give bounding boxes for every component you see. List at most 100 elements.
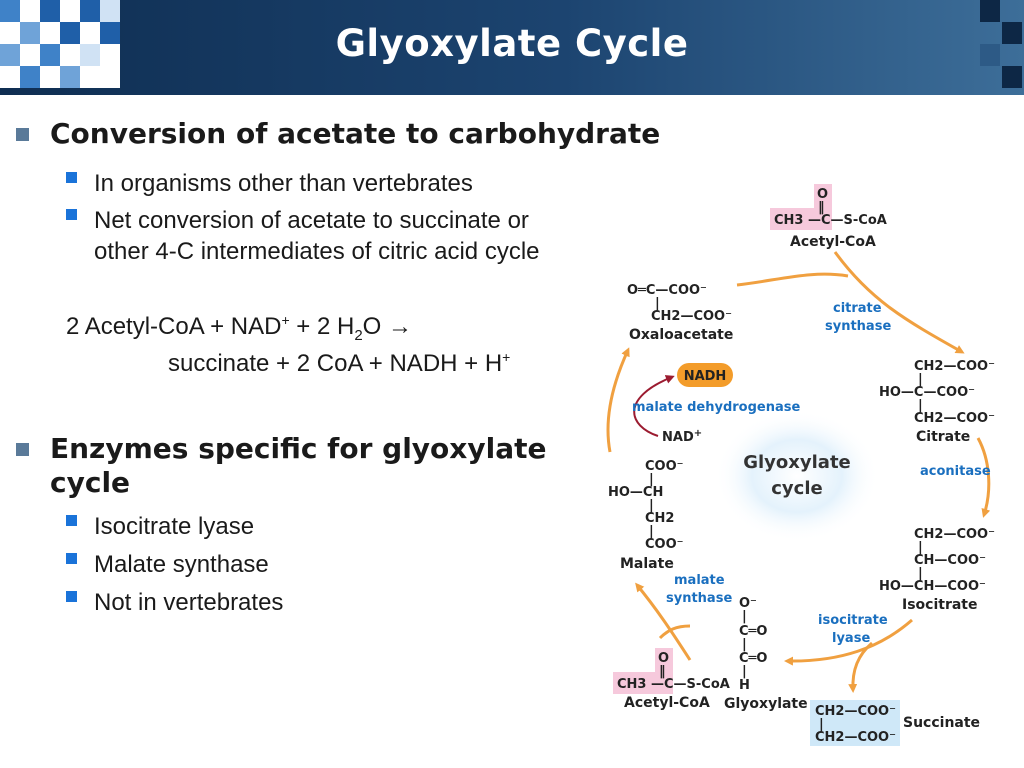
deco-square: [80, 22, 100, 44]
reaction-equation-line-1: 2 Acetyl-CoA + NAD+ + 2 H2O →: [66, 312, 413, 344]
deco-square: [100, 44, 120, 66]
arrow-acetyl-coa-join: [658, 624, 691, 640]
compound-name-malate: Malate: [620, 556, 674, 572]
enzyme-label-citrate-synthase: synthase: [825, 319, 891, 334]
malate-structure: COO⁻: [645, 459, 684, 474]
compound-name-succinate: Succinate: [903, 715, 980, 731]
slide-title: Glyoxylate Cycle: [335, 22, 689, 65]
glyoxylate-structure: C═O: [739, 624, 767, 639]
arrow-oxaloacetate-join: [736, 272, 849, 287]
arrow-malate-synthase: [635, 582, 692, 661]
succinate-structure: CH2—COO⁻: [815, 730, 896, 745]
enzyme-label-isocitrate-lyase: isocitrate: [818, 613, 888, 628]
deco-square: [0, 22, 20, 44]
sub-bullet-text: In organisms other than vertebrates: [94, 170, 473, 197]
sub-bullet-marker: [66, 515, 77, 526]
glyoxylate-structure: O⁻: [739, 596, 757, 611]
deco-square: [20, 22, 40, 44]
enzyme-label-malate-dehydrogenase: malate dehydrogenase: [632, 400, 800, 415]
arrow-citrate-synthase: [833, 251, 965, 354]
deco-square: [80, 44, 100, 66]
compound-name-acetyl-coa: Acetyl-CoA: [790, 234, 876, 250]
oxaloacetate-structure: CH2—COO⁻: [651, 309, 732, 324]
arrow-malate-dehydrogenase: [606, 347, 630, 453]
malate-structure: |: [649, 498, 654, 513]
deco-square: [60, 0, 80, 22]
deco-square: [40, 44, 60, 66]
deco-square: [40, 22, 60, 44]
deco-square: [100, 22, 120, 44]
right-arrow-icon: →: [388, 313, 413, 340]
enzyme-label-malate-synthase: malate: [674, 573, 725, 588]
citrate-structure: HO—C—COO⁻: [879, 385, 975, 400]
deco-square: [1002, 66, 1022, 88]
reaction-equation-line-2: succinate + 2 CoA + NADH + H+: [168, 349, 511, 377]
sub-bullet-marker: [66, 553, 77, 564]
malate-structure: CH2: [645, 511, 674, 526]
deco-square: [60, 66, 80, 88]
deco-square: [0, 44, 20, 66]
center-label-line-2: cycle: [771, 478, 822, 499]
blue-highlight-box: [810, 700, 900, 746]
sub-bullet-text: Malate synthase: [94, 551, 269, 578]
glyoxylate-structure: |: [742, 637, 747, 652]
acetyl-coa-top-structure: ‖: [818, 200, 825, 215]
enzyme-label-aconitase: aconitase: [920, 464, 991, 479]
center-label-line-1: Glyoxylate: [743, 452, 851, 473]
sub-bullet-text: Isocitrate lyase: [94, 513, 255, 540]
compound-name-isocitrate: Isocitrate: [902, 597, 978, 613]
deco-square: [80, 66, 100, 88]
isocitrate-structure: HO—CH—COO⁻: [879, 579, 986, 594]
isocitrate-structure: CH2—COO⁻: [914, 527, 995, 542]
sub-bullet-text: Net conversion of acetate to succinate o…: [94, 207, 540, 265]
bullet-2-text: Enzymes specific for glyoxylate cycle: [50, 432, 547, 499]
deco-square: [0, 66, 20, 88]
acetyl-coa-bottom-structure: O: [658, 651, 669, 666]
deco-square: [100, 66, 120, 88]
acetyl-coa-bottom-structure: ‖: [659, 664, 666, 679]
deco-square: [60, 22, 80, 44]
deco-square: [20, 66, 40, 88]
glyoxylate-structure: |: [742, 664, 747, 679]
sub-bullet-text: Not in vertebrates: [94, 589, 284, 616]
nadh-badge: [677, 363, 733, 387]
bullet-marker: [16, 443, 29, 456]
deco-square: [40, 66, 60, 88]
center-glow: [715, 410, 879, 542]
malate-structure: COO⁻: [645, 537, 684, 552]
oxaloacetate-structure: |: [655, 296, 660, 311]
arrow-nad-to-nadh: [633, 375, 675, 437]
acetyl-coa-top-structure: CH3 —C—S-CoA: [774, 213, 887, 228]
sub-bullet-marker: [66, 591, 77, 602]
malate-structure: |: [649, 524, 654, 539]
compound-name-citrate: Citrate: [916, 429, 970, 445]
deco-square: [980, 44, 1000, 66]
malate-structure: |: [649, 472, 654, 487]
glyoxylate-structure: |: [742, 609, 747, 624]
cofactor-nadh: NADH: [684, 369, 727, 384]
citrate-structure: |: [918, 372, 923, 387]
deco-square: [1002, 22, 1022, 44]
pink-highlight-box: [655, 648, 673, 694]
oxaloacetate-structure: O═C—COO⁻: [627, 283, 707, 298]
citrate-structure: |: [918, 398, 923, 413]
glyoxylate-structure: C═O: [739, 651, 767, 666]
citrate-structure: CH2—COO⁻: [914, 359, 995, 374]
succinate-structure: |: [819, 717, 824, 732]
compound-name-acetyl-coa: Acetyl-CoA: [624, 695, 710, 711]
title-bar: Glyoxylate Cycle: [0, 0, 1024, 95]
bullet-1-text: Conversion of acetate to carbohydrate: [50, 117, 661, 150]
malate-structure: HO—CH: [608, 485, 663, 500]
deco-square: [60, 44, 80, 66]
isocitrate-structure: |: [918, 540, 923, 555]
citrate-structure: CH2—COO⁻: [914, 411, 995, 426]
deco-square: [40, 0, 60, 22]
sub-bullet-marker: [66, 172, 77, 183]
bullet-marker: [16, 128, 29, 141]
pink-highlight-box: [814, 184, 832, 230]
deco-square: [80, 0, 100, 22]
cofactor-nad: NAD+: [662, 428, 702, 445]
deco-square: [20, 44, 40, 66]
enzyme-label-citrate-synthase: citrate: [833, 301, 882, 316]
deco-square: [100, 0, 120, 22]
